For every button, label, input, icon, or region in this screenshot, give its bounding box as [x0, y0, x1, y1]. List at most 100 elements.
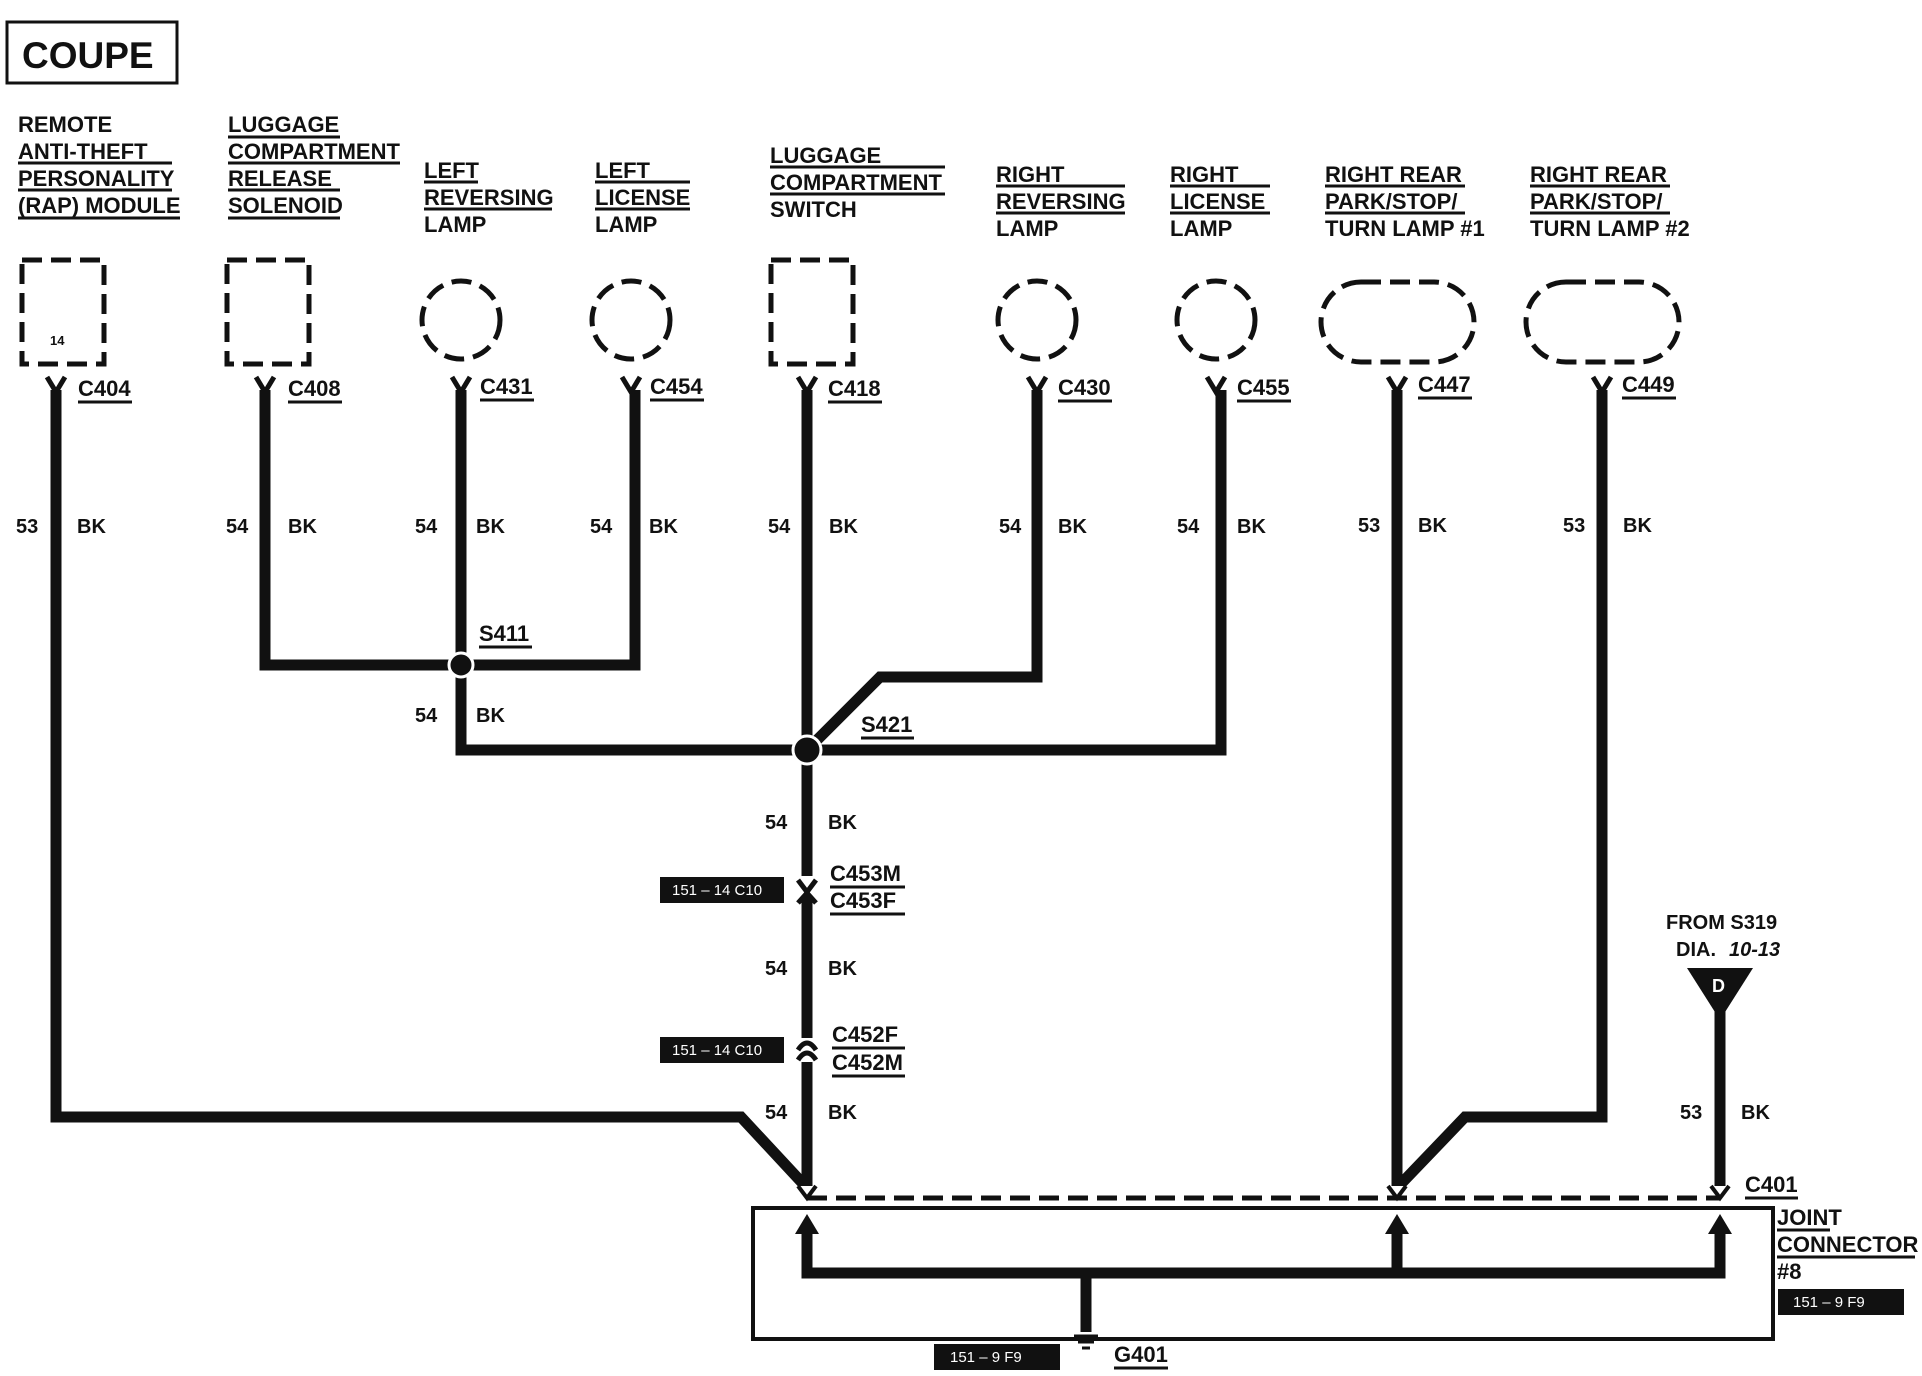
svg-text:54: 54: [999, 516, 1022, 538]
svg-text:BK: BK: [829, 516, 858, 538]
svg-text:COMPARTMENT: COMPARTMENT: [770, 170, 942, 195]
svg-text:BK: BK: [1237, 516, 1266, 538]
rap-pin-number: 14: [50, 333, 65, 348]
left-reversing-lamp-symbol: [419, 278, 503, 362]
svg-text:151 – 9 F9: 151 – 9 F9: [1793, 1294, 1865, 1311]
svg-text:54: 54: [1177, 516, 1200, 538]
svg-text:54: 54: [765, 1102, 788, 1124]
svg-text:53: 53: [1680, 1102, 1702, 1124]
label-right-reversing-lamp: RIGHT REVERSING LAMP: [996, 162, 1126, 241]
svg-text:C455: C455: [1237, 375, 1290, 400]
svg-text:CONNECTOR: CONNECTOR: [1777, 1232, 1918, 1257]
connector-ids: C404 C408 C431 C454 C418 C430 C455 C447 …: [78, 372, 1676, 404]
label-right-rear-lamp-1: RIGHT REAR PARK/STOP/ TURN LAMP #1: [1325, 162, 1485, 241]
svg-text:C452F: C452F: [832, 1022, 898, 1047]
svg-text:151 – 14 C10: 151 – 14 C10: [672, 1042, 762, 1059]
svg-text:RIGHT REAR: RIGHT REAR: [1325, 162, 1462, 187]
svg-text:53: 53: [1563, 515, 1585, 537]
svg-text:DIA.: DIA.: [1676, 939, 1716, 961]
svg-text:RIGHT REAR: RIGHT REAR: [1530, 162, 1667, 187]
label-left-license-lamp: LEFT LICENSE LAMP: [595, 158, 690, 237]
right-license-lamp-symbol: [1174, 278, 1258, 362]
inline-connector-c452: C452F C452M 151 – 14 C10: [660, 1022, 905, 1078]
svg-text:BK: BK: [1623, 515, 1652, 537]
svg-text:REVERSING: REVERSING: [424, 185, 554, 210]
svg-text:C404: C404: [78, 376, 131, 401]
svg-text:PARK/STOP/: PARK/STOP/: [1325, 189, 1457, 214]
svg-text:54: 54: [590, 516, 613, 538]
svg-text:LICENSE: LICENSE: [595, 185, 690, 210]
inline-connector-c453: C453M C453F 151 – 14 C10: [660, 861, 905, 916]
svg-text:BK: BK: [649, 516, 678, 538]
svg-text:LUGGAGE: LUGGAGE: [228, 112, 339, 137]
svg-text:54: 54: [415, 516, 438, 538]
svg-text:BK: BK: [1741, 1102, 1770, 1124]
svg-text:SOLENOID: SOLENOID: [228, 193, 343, 218]
svg-text:C454: C454: [650, 374, 703, 399]
svg-text:RIGHT: RIGHT: [1170, 162, 1239, 187]
svg-text:PERSONALITY: PERSONALITY: [18, 166, 175, 191]
svg-text:C452M: C452M: [832, 1050, 903, 1075]
svg-text:(RAP) MODULE: (RAP) MODULE: [18, 193, 181, 218]
svg-text:FROM S319: FROM S319: [1666, 912, 1777, 934]
svg-text:BK: BK: [1418, 515, 1447, 537]
svg-text:C447: C447: [1418, 372, 1471, 397]
svg-text:SWITCH: SWITCH: [770, 197, 857, 222]
svg-text:54: 54: [415, 705, 438, 727]
svg-text:LAMP: LAMP: [996, 216, 1058, 241]
svg-text:LAMP: LAMP: [424, 212, 486, 237]
svg-text:LUGGAGE: LUGGAGE: [770, 143, 881, 168]
label-right-license-lamp: RIGHT LICENSE LAMP: [1170, 162, 1270, 241]
right-reversing-lamp-symbol: [995, 278, 1079, 362]
label-rap-module: REMOTE ANTI-THEFT PERSONALITY (RAP) MODU…: [18, 112, 181, 220]
svg-text:54: 54: [226, 516, 249, 538]
svg-text:BK: BK: [828, 958, 857, 980]
svg-text:C418: C418: [828, 376, 881, 401]
splice-s411-label: S411: [479, 621, 529, 646]
svg-text:COMPARTMENT: COMPARTMENT: [228, 139, 400, 164]
release-solenoid-symbol: [224, 257, 312, 367]
svg-text:C453F: C453F: [830, 888, 896, 913]
svg-text:BK: BK: [476, 516, 505, 538]
svg-text:TURN LAMP #2: TURN LAMP #2: [1530, 216, 1690, 241]
svg-text:ANTI-THEFT: ANTI-THEFT: [18, 139, 148, 164]
svg-text:RELEASE: RELEASE: [228, 166, 332, 191]
rap-module-symbol: [19, 257, 107, 367]
from-s319-source: FROM S319 DIA. 10-13 D: [1666, 912, 1780, 1020]
title-box: [5, 20, 179, 85]
svg-text:BK: BK: [288, 516, 317, 538]
svg-text:BK: BK: [476, 705, 505, 727]
splice-s421: [791, 734, 823, 766]
svg-text:C431: C431: [480, 374, 533, 399]
label-left-reversing-lamp: LEFT REVERSING LAMP: [424, 158, 554, 237]
circuit-labels: 53 BK 54 BK 54 BK 54 BK 54 BK 54 BK 54 B…: [16, 515, 1770, 1124]
svg-text:151 – 14 C10: 151 – 14 C10: [672, 882, 762, 899]
svg-text:54: 54: [765, 958, 788, 980]
svg-text:C430: C430: [1058, 375, 1111, 400]
svg-text:151 – 9 F9: 151 – 9 F9: [950, 1349, 1022, 1366]
svg-text:C453M: C453M: [830, 861, 901, 886]
svg-text:JOINT: JOINT: [1777, 1205, 1842, 1230]
label-luggage-compartment-switch: LUGGAGE COMPARTMENT SWITCH: [770, 143, 945, 222]
svg-text:PARK/STOP/: PARK/STOP/: [1530, 189, 1662, 214]
label-right-rear-lamp-2: RIGHT REAR PARK/STOP/ TURN LAMP #2: [1530, 162, 1690, 241]
svg-text:#8: #8: [1777, 1259, 1801, 1284]
joint-connector-8: C401 JOINT CONNECTOR #8 151 – 9 F9: [751, 1172, 1918, 1341]
svg-text:C449: C449: [1622, 372, 1675, 397]
svg-text:54: 54: [768, 516, 791, 538]
svg-text:54: 54: [765, 812, 788, 834]
svg-text:10-13: 10-13: [1729, 939, 1780, 961]
svg-text:53: 53: [1358, 515, 1380, 537]
right-rear-lamp-2-symbol: [1523, 279, 1682, 365]
svg-text:C408: C408: [288, 376, 341, 401]
svg-text:BK: BK: [1058, 516, 1087, 538]
svg-text:D: D: [1712, 976, 1725, 996]
svg-text:BK: BK: [828, 1102, 857, 1124]
svg-text:BK: BK: [77, 516, 106, 538]
svg-text:LICENSE: LICENSE: [1170, 189, 1265, 214]
svg-text:LEFT: LEFT: [595, 158, 651, 183]
svg-text:BK: BK: [828, 812, 857, 834]
left-license-lamp-symbol: [589, 278, 673, 362]
svg-text:G401: G401: [1114, 1342, 1168, 1367]
